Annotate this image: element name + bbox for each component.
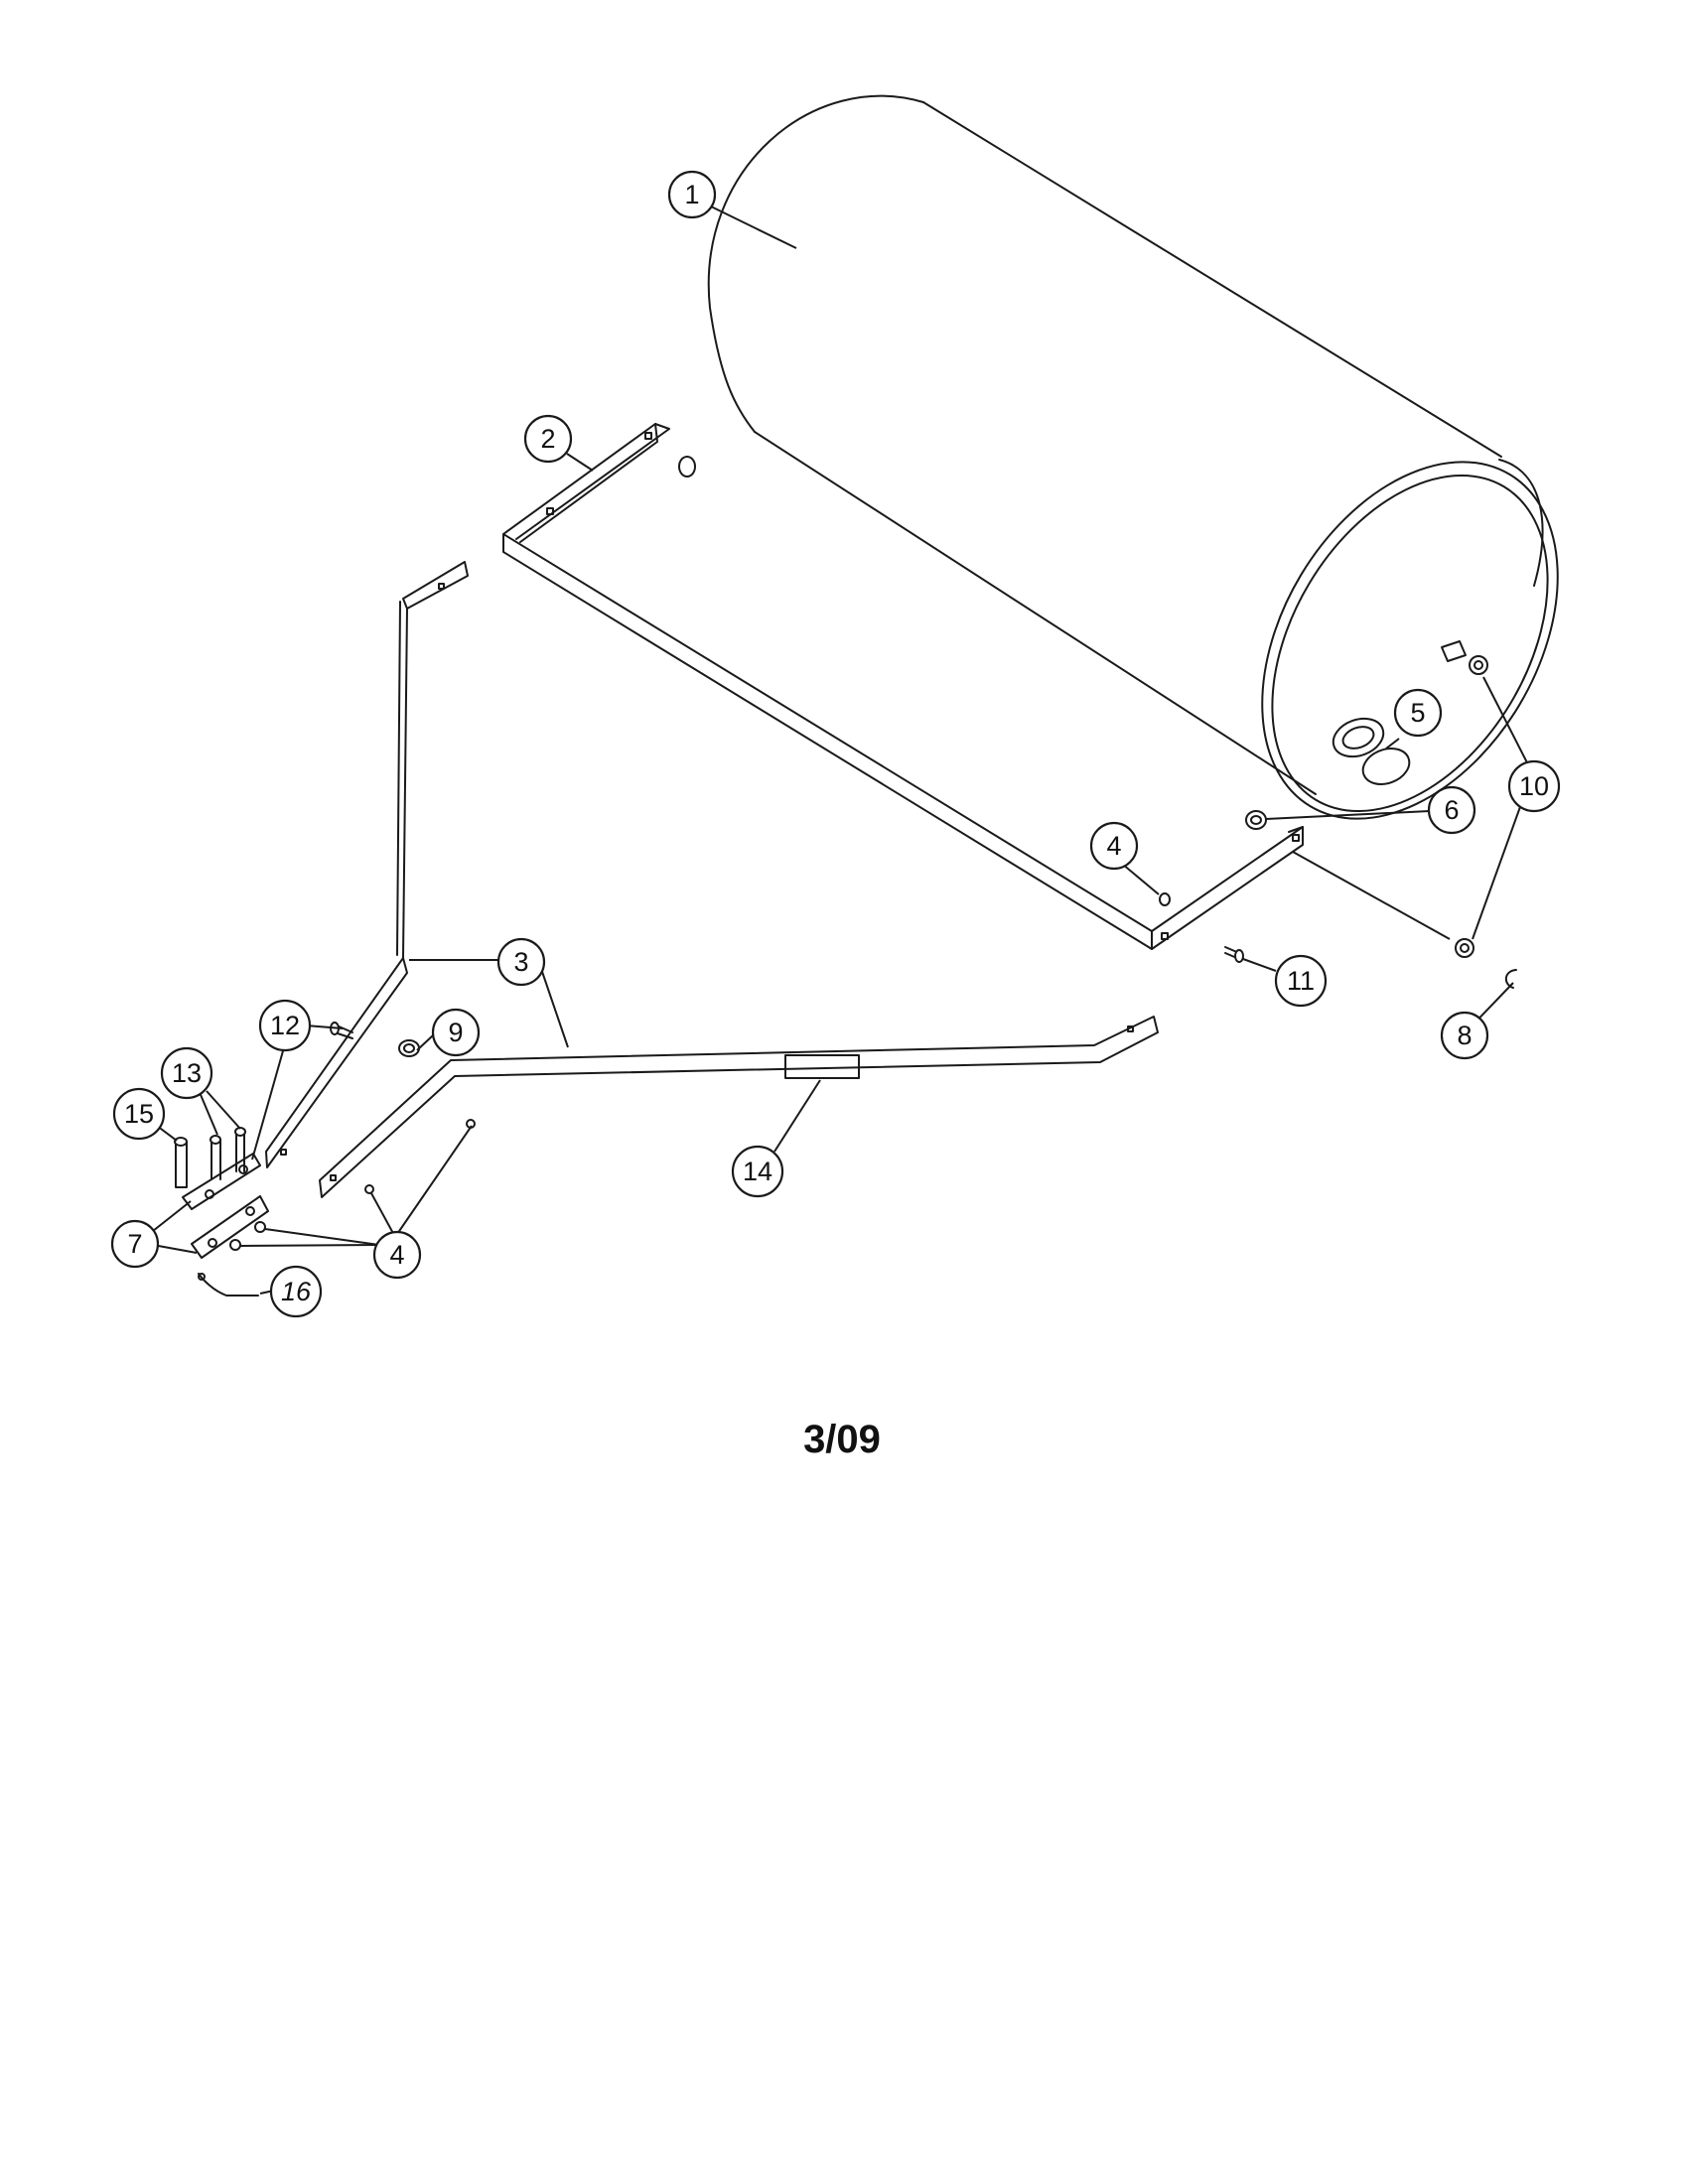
callout-label: 14 bbox=[743, 1157, 772, 1186]
callout-label: 10 bbox=[1519, 771, 1549, 801]
callout-label: 13 bbox=[172, 1058, 202, 1088]
callout-label: 3 bbox=[513, 947, 528, 977]
handle-nut bbox=[398, 1039, 420, 1057]
callout-label: 4 bbox=[1106, 831, 1121, 861]
handle-upper-bar bbox=[265, 561, 469, 1168]
callout-label: 7 bbox=[127, 1229, 142, 1259]
date-code: 3/09 bbox=[0, 1418, 1684, 1462]
callout-4-hitch: 4 bbox=[372, 1230, 422, 1280]
callout-1: 1 bbox=[667, 170, 717, 219]
hitch-clip bbox=[198, 1273, 259, 1297]
callout-8: 8 bbox=[1440, 1011, 1489, 1060]
hitch-plates bbox=[182, 1153, 269, 1259]
callout-label: 8 bbox=[1457, 1021, 1472, 1050]
callout-label: 11 bbox=[1287, 966, 1315, 996]
callout-leaders bbox=[152, 205, 1535, 1295]
callout-9: 9 bbox=[431, 1008, 481, 1057]
callout-16: 16 bbox=[269, 1265, 323, 1318]
callout-5: 5 bbox=[1393, 688, 1443, 738]
callout-10: 10 bbox=[1507, 759, 1561, 813]
callout-label: 2 bbox=[540, 424, 555, 454]
callout-12: 12 bbox=[258, 999, 312, 1052]
callout-13: 13 bbox=[160, 1046, 213, 1100]
callout-11: 11 bbox=[1274, 954, 1328, 1008]
yoke-frame bbox=[502, 423, 1304, 950]
axle-bolt bbox=[1224, 946, 1244, 963]
callout-label: 1 bbox=[684, 180, 699, 209]
callout-label: 15 bbox=[124, 1099, 154, 1129]
callout-2: 2 bbox=[523, 414, 573, 464]
drum-fill-port bbox=[1332, 717, 1385, 758]
frame-nut bbox=[1159, 892, 1171, 906]
callout-3: 3 bbox=[496, 937, 546, 987]
callout-label: 16 bbox=[281, 1277, 312, 1306]
roller-drum bbox=[707, 94, 1559, 820]
callout-label: 5 bbox=[1410, 698, 1425, 728]
hitch-pins bbox=[174, 1127, 246, 1188]
axle-washers bbox=[1455, 655, 1488, 958]
handle-lower-bar bbox=[319, 1016, 1159, 1198]
callout-14: 14 bbox=[731, 1145, 784, 1198]
callout-4-frame: 4 bbox=[1089, 821, 1139, 871]
drum-plug-cap bbox=[1361, 748, 1411, 785]
axle-c-clip bbox=[1504, 969, 1517, 989]
callout-7: 7 bbox=[110, 1219, 160, 1269]
callout-label: 6 bbox=[1444, 795, 1459, 825]
drum-axle-stub bbox=[1441, 640, 1467, 662]
callout-6: 6 bbox=[1427, 785, 1476, 835]
handle-bolt bbox=[330, 1022, 353, 1039]
date-code-text: 3/09 bbox=[803, 1418, 881, 1461]
yoke-nut bbox=[678, 456, 696, 478]
handle-label-decal bbox=[784, 1054, 860, 1079]
callout-label: 12 bbox=[270, 1011, 300, 1040]
callout-label: 9 bbox=[448, 1018, 463, 1047]
callout-15: 15 bbox=[112, 1087, 166, 1141]
callout-label: 4 bbox=[389, 1240, 404, 1270]
axle-bushing bbox=[1245, 810, 1267, 830]
hitch-washers bbox=[229, 1119, 476, 1251]
